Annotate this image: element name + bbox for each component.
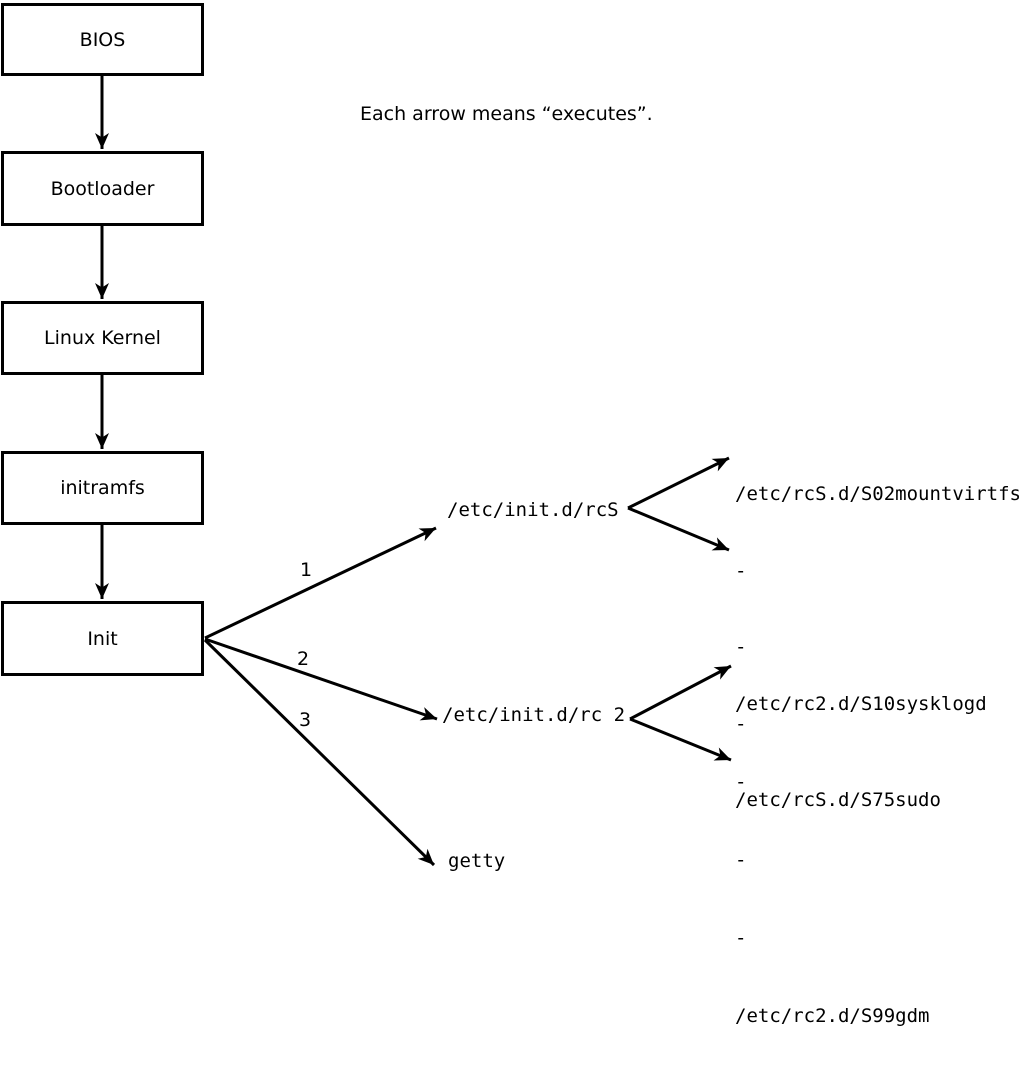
rcs-script-list: /etc/rcS.d/S02mountvirtfs - - - /etc/rcS… bbox=[735, 431, 1021, 865]
node-bios-label: BIOS bbox=[79, 28, 126, 51]
arrow-rc2-to-s10sysklogd bbox=[629, 664, 732, 721]
rc2-script-s99gdm: /etc/rc2.d/S99gdm bbox=[735, 1005, 930, 1027]
arrow-rc2-to-s99gdm bbox=[629, 717, 732, 762]
diagram-connectors bbox=[95, 76, 732, 867]
rc2-script-ellipsis-2: - bbox=[735, 849, 747, 871]
rc2-script-ellipsis-1: - bbox=[735, 771, 747, 793]
arrow-init-to-rc2 bbox=[204, 637, 438, 721]
node-bios: BIOS bbox=[1, 3, 204, 76]
arrow-init-to-getty bbox=[203, 638, 436, 867]
rc2-script-list: /etc/rc2.d/S10sysklogd - - - /etc/rc2.d/… bbox=[735, 639, 987, 1081]
arrow-order-1: 1 bbox=[300, 559, 313, 581]
arrow-order-2: 2 bbox=[297, 648, 310, 670]
node-init-label: Init bbox=[87, 627, 118, 650]
rc2-script-ellipsis-3: - bbox=[735, 927, 747, 949]
arrow-init-to-rcs bbox=[204, 526, 437, 640]
boot-sequence-diagram: BIOS Bootloader Linux Kernel initramfs I… bbox=[1, 3, 1021, 1027]
node-initramfs-label: initramfs bbox=[60, 477, 145, 499]
rcs-script-s75sudo: /etc/rcS.d/S75sudo bbox=[735, 789, 941, 811]
node-init: Init bbox=[1, 601, 204, 676]
node-linux-kernel: Linux Kernel bbox=[1, 301, 204, 375]
rcs-script-ellipsis-2: - bbox=[735, 636, 747, 658]
label-getty: getty bbox=[448, 850, 506, 872]
arrow-rcs-to-s02mountvirtfs bbox=[627, 456, 730, 510]
node-bootloader: Bootloader bbox=[1, 151, 204, 226]
label-etc-init-d-rcs: /etc/init.d/rcS bbox=[447, 499, 619, 521]
rcs-script-ellipsis-3: - bbox=[735, 712, 747, 735]
node-linux-kernel-label: Linux Kernel bbox=[44, 327, 161, 349]
legend-note: Each arrow means “executes”. bbox=[360, 103, 653, 125]
label-etc-init-d-rc2: /etc/init.d/rc 2 bbox=[442, 704, 626, 726]
node-initramfs: initramfs bbox=[1, 451, 204, 525]
arrow-rcs-to-s75sudo bbox=[627, 506, 730, 552]
rc2-script-s10sysklogd: /etc/rc2.d/S10sysklogd bbox=[735, 693, 987, 715]
rcs-script-ellipsis-1: - bbox=[735, 559, 747, 582]
rcs-script-s02mountvirtfs: /etc/rcS.d/S02mountvirtfs bbox=[735, 483, 1021, 505]
arrow-order-3: 3 bbox=[299, 709, 312, 731]
node-bootloader-label: Bootloader bbox=[50, 177, 155, 200]
